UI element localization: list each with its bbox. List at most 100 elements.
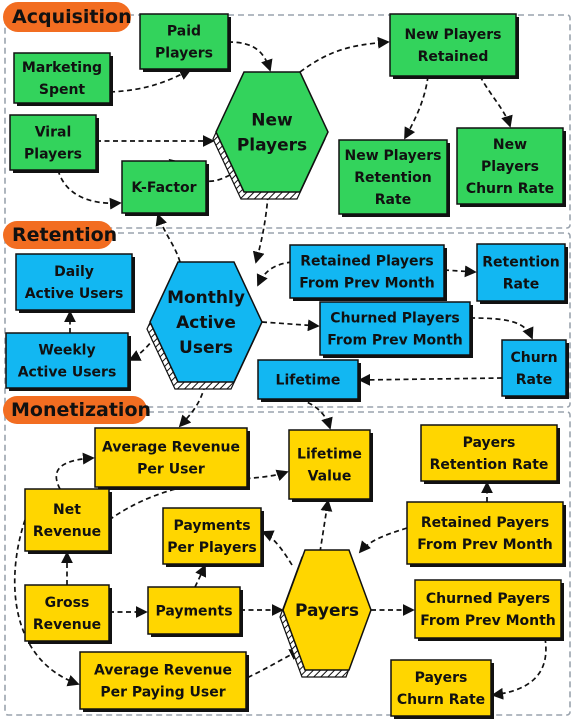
new-players-retention-rate-box bbox=[338, 139, 448, 215]
arrow-new-to-retained bbox=[299, 36, 390, 73]
arrow-net-to-arppu bbox=[13, 519, 80, 687]
payers-retention-rate-box bbox=[420, 424, 558, 482]
retained-payers-label: Retained Payers bbox=[421, 515, 549, 531]
retention-title: Retention bbox=[12, 224, 117, 246]
arrow-marketing-to-paid bbox=[109, 69, 192, 93]
retained-payers-label: From Prev Month bbox=[417, 537, 553, 553]
paid-players-label: Paid bbox=[167, 24, 201, 40]
payments-node: Payments bbox=[147, 586, 243, 637]
new-players-churn-rate-label: New bbox=[493, 137, 527, 153]
arrow-retained-to-churn-rate bbox=[479, 75, 513, 128]
churned-payers-box bbox=[414, 579, 562, 639]
lifetime-box bbox=[257, 359, 359, 400]
monetization-title: Monetization bbox=[11, 399, 151, 421]
monthly-active-users-hexagon bbox=[149, 261, 263, 383]
daily-active-users-box bbox=[15, 253, 133, 311]
new-players-churn-rate-label: Churn Rate bbox=[466, 181, 554, 197]
churned-players-label: Churned Players bbox=[330, 311, 459, 327]
retained-payers-box bbox=[406, 501, 564, 565]
arrow-mau-to-churned bbox=[261, 319, 320, 332]
monthly-active-users-label: Users bbox=[179, 338, 233, 358]
viral-players-label: Players bbox=[24, 147, 82, 163]
retained-players-label: From Prev Month bbox=[299, 276, 435, 292]
payers-node: Payers bbox=[279, 549, 372, 678]
paid-players-box bbox=[139, 13, 229, 70]
arrow-lifetime-to-ltv bbox=[299, 398, 333, 430]
churn-rate-label: Churn bbox=[510, 350, 557, 366]
lifetime-node: Lifetime bbox=[257, 359, 361, 402]
weekly-active-users-label: Active Users bbox=[18, 365, 117, 381]
arppu-label: Average Revenue bbox=[94, 663, 232, 679]
arrow-retained-to-retention-rate bbox=[404, 75, 429, 140]
arrow-payments-to-ppp bbox=[194, 564, 207, 588]
new-players-churn-rate-box bbox=[456, 127, 564, 205]
gross-revenue-label: Revenue bbox=[33, 617, 101, 633]
new-players-churn-rate-label: Players bbox=[481, 159, 539, 175]
payers-churn-rate-label: Churn Rate bbox=[397, 692, 485, 708]
arrow-retained-payers-to-payers bbox=[358, 527, 408, 554]
payers-churn-rate-label: Payers bbox=[415, 670, 468, 686]
arppu-box bbox=[79, 651, 247, 710]
payers-label: Payers bbox=[295, 601, 359, 621]
acquisition-section bbox=[4, 14, 571, 229]
retained-players-box bbox=[289, 244, 445, 299]
gross-revenue-label: Gross bbox=[45, 595, 90, 611]
k-factor-box bbox=[121, 160, 207, 214]
arrow-paid-to-new bbox=[227, 41, 273, 72]
arrow-retained-players-to-mau bbox=[256, 261, 293, 287]
weekly-active-users-box bbox=[5, 332, 129, 389]
arpu-box bbox=[94, 427, 248, 488]
daily-active-users-label: Daily bbox=[54, 264, 94, 280]
retained-players-label: Retained Players bbox=[300, 254, 434, 270]
gross-revenue-box bbox=[24, 584, 110, 642]
new-players-label: Players bbox=[237, 136, 307, 156]
payers-retention-rate-label: Payers bbox=[463, 435, 516, 451]
payments-per-players-label: Per Players bbox=[167, 540, 256, 556]
k-factor-label: K-Factor bbox=[131, 180, 196, 196]
retention-rate-label: Retention bbox=[482, 255, 560, 271]
lifetime-label: Lifetime bbox=[276, 373, 341, 389]
payments-per-players-label: Payments bbox=[173, 518, 250, 534]
arppu-label: Per Paying User bbox=[100, 685, 225, 701]
arrow-churn-rate-to-lifetime bbox=[358, 373, 503, 386]
churn-rate-box bbox=[501, 339, 567, 397]
retention-rate-label: Rate bbox=[503, 277, 539, 293]
new-players-retention-rate-label: Retention bbox=[354, 170, 432, 186]
arrow-net-to-arpu bbox=[55, 452, 95, 490]
metric-nodes: PaidPlayersMarketingSpentViralPlayersK-F… bbox=[5, 13, 569, 719]
paid-players-label: Players bbox=[155, 46, 213, 62]
arrow-mau-to-arpu bbox=[178, 384, 206, 428]
viral-players-label: Viral bbox=[35, 125, 72, 141]
new-players-retained-label: Retained bbox=[418, 49, 489, 65]
arpu-label: Average Revenue bbox=[102, 440, 240, 456]
acquisition-title: Acquisition bbox=[12, 6, 132, 28]
daily-active-users-label: Active Users bbox=[25, 286, 124, 302]
lifetime-value-label: Lifetime bbox=[297, 447, 362, 463]
monthly-active-users-label: Active bbox=[176, 313, 236, 333]
monetization-section bbox=[4, 411, 571, 716]
payments-box bbox=[147, 586, 241, 635]
monetization-tab bbox=[3, 396, 147, 424]
new-players-retention-rate-label: Rate bbox=[375, 192, 411, 208]
new-players-retained-label: New Players bbox=[405, 27, 502, 43]
payers-hexagon bbox=[282, 549, 372, 671]
net-revenue-label: Net bbox=[53, 502, 81, 518]
net-revenue-box bbox=[24, 488, 110, 552]
